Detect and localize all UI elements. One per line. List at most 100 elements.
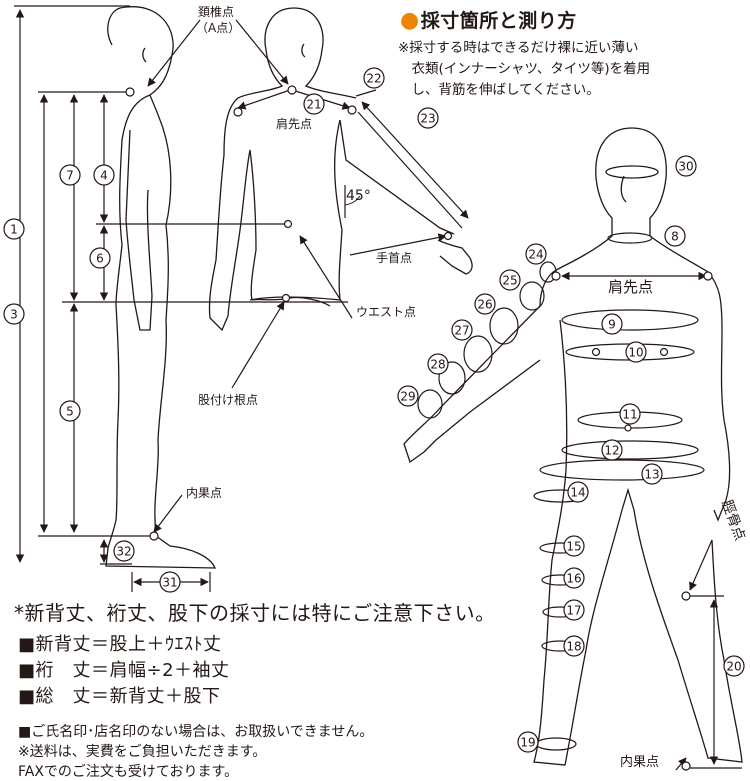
measurement-marker-11: 11 xyxy=(619,403,641,425)
measurement-marker-label: 10 xyxy=(628,346,643,360)
measurement-marker-circle xyxy=(625,341,647,363)
measurement-marker-label: 14 xyxy=(570,486,585,500)
footer-line: FAXでのご注文も受けております。 xyxy=(18,764,239,780)
label-neck-point-sub: （A点） xyxy=(196,21,240,35)
measurement-marker-circle xyxy=(619,403,641,425)
measurement-marker-21: 21 xyxy=(303,93,325,115)
measurement-marker-30: 30 xyxy=(675,155,697,177)
label-shoulder-point-front: 肩先点 xyxy=(608,278,653,296)
label-crotch-point: 股付け根点 xyxy=(198,393,258,407)
measurement-marker-circle xyxy=(59,400,81,422)
measurement-marker-label: 7 xyxy=(66,169,74,183)
label-angle: 45° xyxy=(346,188,371,204)
measurement-marker-label: 19 xyxy=(520,736,535,750)
measurement-marker-circle xyxy=(93,164,115,186)
measurement-marker-14: 14 xyxy=(567,481,589,503)
measurement-marker-circle xyxy=(59,164,81,186)
measurement-marker-circle xyxy=(563,599,585,621)
measurement-marker-19: 19 xyxy=(517,731,539,753)
measurement-marker-label: 24 xyxy=(528,248,543,262)
measurement-marker-24: 24 xyxy=(525,243,547,265)
measurement-marker-circle xyxy=(363,67,385,89)
note-line: し、背筋を伸ばしてください。 xyxy=(398,82,600,98)
measurement-marker-label: 30 xyxy=(678,160,693,174)
measurement-marker-7: 7 xyxy=(59,164,81,186)
measurement-marker-20: 20 xyxy=(723,655,745,677)
measurement-marker-circle xyxy=(499,269,521,291)
formula-new-back-length: ■新背丈＝股上＋ｳｴｽﾄ丈 xyxy=(18,634,222,655)
measurement-marker-circle xyxy=(723,655,745,677)
measurement-marker-label: 5 xyxy=(66,405,74,419)
measurement-marker-26: 26 xyxy=(474,293,496,315)
measurement-marker-25: 25 xyxy=(499,269,521,291)
measurement-marker-circle xyxy=(474,293,496,315)
measurement-marker-label: 13 xyxy=(644,468,659,482)
side-view-figure xyxy=(105,6,216,569)
title-bullet-icon: ● xyxy=(400,8,420,33)
measurement-marker-label: 16 xyxy=(566,572,581,586)
measurement-marker-18: 18 xyxy=(563,635,585,657)
measurement-marker-22: 22 xyxy=(363,67,385,89)
measurement-marker-label: 32 xyxy=(116,545,131,559)
caution-text: *新背丈、裄丈、股下の採寸には特にご注意下さい。 xyxy=(14,601,496,625)
measurement-marker-32: 32 xyxy=(113,540,135,562)
measurement-marker-circle xyxy=(525,243,547,265)
measurement-marker-4: 4 xyxy=(93,164,115,186)
measurement-marker-13: 13 xyxy=(641,463,663,485)
measurement-marker-label: 17 xyxy=(566,604,581,618)
measurement-marker-23: 23 xyxy=(417,107,439,129)
measurement-marker-label: 31 xyxy=(162,576,177,590)
measurement-marker-31: 31 xyxy=(159,571,181,593)
measurement-marker-circle xyxy=(417,107,439,129)
measurement-marker-label: 8 xyxy=(671,230,679,244)
back-view-figure xyxy=(208,7,473,332)
measurement-marker-circle xyxy=(427,353,449,375)
measurement-marker-circle xyxy=(675,155,697,177)
measurement-marker-28: 28 xyxy=(427,353,449,375)
measurement-marker-circle xyxy=(517,731,539,753)
measurement-marker-label: 18 xyxy=(566,640,581,654)
measurement-marker-17: 17 xyxy=(563,599,585,621)
measurement-marker-label: 12 xyxy=(604,444,619,458)
measurement-marker-27: 27 xyxy=(451,319,473,341)
measurement-marker-circle xyxy=(641,463,663,485)
measurement-marker-label: 28 xyxy=(430,358,445,372)
measurement-marker-circle xyxy=(563,635,585,657)
measurement-marker-label: 9 xyxy=(608,318,616,332)
measurement-marker-label: 15 xyxy=(566,540,581,554)
measurement-marker-label: 11 xyxy=(622,408,637,422)
label-wrist-point: 手首点 xyxy=(376,251,412,265)
measurement-marker-circle xyxy=(601,313,623,335)
formula-sleeve-length: ■裄 丈＝肩幅÷2＋袖丈 xyxy=(18,660,230,681)
note: ※採寸する時はできるだけ裸に近い薄い 衣類(インナーシャツ、タイツ等)を着用 し… xyxy=(398,38,650,101)
label-tibia-point: 脛骨点 xyxy=(718,498,747,543)
measurement-marker-label: 4 xyxy=(100,169,108,183)
note-line: ※採寸する時はできるだけ裸に近い薄い xyxy=(398,40,639,56)
measurement-marker-label: 20 xyxy=(726,660,741,674)
measurement-marker-6: 6 xyxy=(89,247,111,269)
measurement-marker-16: 16 xyxy=(563,567,585,589)
measurement-marker-label: 21 xyxy=(306,98,321,112)
footer-line: ※送料は、実費をご負担いただきます。 xyxy=(18,744,267,760)
measurement-marker-circle xyxy=(563,535,585,557)
measurement-marker-label: 29 xyxy=(400,390,415,404)
measurement-marker-label: 6 xyxy=(96,252,104,266)
measurement-marker-label: 27 xyxy=(454,324,469,338)
measurement-marker-circle xyxy=(567,481,589,503)
label-shoulder-point-back: 肩先点 xyxy=(276,116,312,131)
measurement-marker-circle xyxy=(664,225,686,247)
measurement-marker-15: 15 xyxy=(563,535,585,557)
measurement-marker-circle xyxy=(3,303,25,325)
measurement-marker-9: 9 xyxy=(601,313,623,335)
measurement-marker-10: 10 xyxy=(625,341,647,363)
measurement-marker-circle xyxy=(397,385,419,407)
measurement-marker-5: 5 xyxy=(59,400,81,422)
measurement-marker-circle xyxy=(113,540,135,562)
measurement-marker-label: 22 xyxy=(366,72,381,86)
measurement-marker-circle xyxy=(563,567,585,589)
note-line: 衣類(インナーシャツ、タイツ等)を着用 xyxy=(398,61,651,77)
measurement-marker-29: 29 xyxy=(397,385,419,407)
formula-total-length: ■総 丈＝新背丈＋股下 xyxy=(18,686,221,707)
measurement-marker-1: 1 xyxy=(3,218,25,240)
